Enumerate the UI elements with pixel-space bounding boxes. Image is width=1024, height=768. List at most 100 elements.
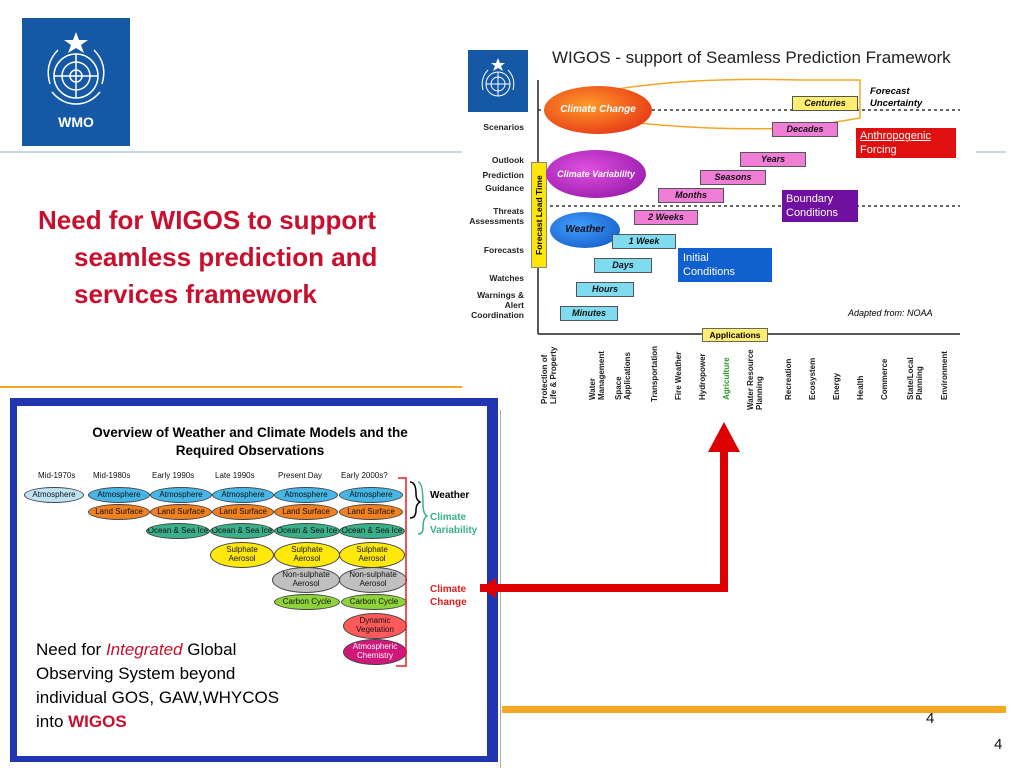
era-early-1990s: Early 1990s <box>152 471 195 480</box>
models-title-line2: Required Observations <box>175 443 325 458</box>
models-title-line1: Overview of Weather and Climate Models a… <box>92 425 408 440</box>
pill-ocean-2000s: Ocean & Sea Ice <box>339 523 405 539</box>
pill-nonsulphate-2000s: Non-sulphate Aerosol <box>339 567 407 593</box>
need-integrated-text: Need for Integrated Global Observing Sys… <box>36 638 336 734</box>
lead-time-axis-text: Forecast Lead Time <box>534 175 544 255</box>
heading-line-1: Need for WIGOS to support <box>38 205 376 235</box>
sulphate-line1: Sulphate <box>226 545 258 554</box>
app-commerce: Commerce <box>880 358 889 400</box>
pill-land-2000s: Land Surface <box>339 504 403 520</box>
anthropogenic-forcing-box: Anthropogenic Forcing <box>856 128 956 158</box>
app-hydropower: Hydropower <box>698 353 707 400</box>
timescale-days: Days <box>594 258 652 273</box>
sulphate-line2: Aerosol <box>293 554 321 563</box>
wigos-logo <box>468 50 528 112</box>
row-label-scenarios: Scenarios <box>483 122 524 132</box>
era-present-day: Present Day <box>278 471 323 480</box>
pill-carbon-present: Carbon Cycle <box>274 594 340 610</box>
timescale-decades: Decades <box>772 122 838 137</box>
pill-nonsulphate-present: Non-sulphate Aerosol <box>272 567 340 593</box>
pill-ocean-present: Ocean & Sea Ice <box>274 523 340 539</box>
un-emblem-small-icon <box>481 58 515 97</box>
sulphate-line2: Aerosol <box>228 554 256 563</box>
app-space: Space Applications <box>614 351 632 400</box>
timescale-minutes: Minutes <box>560 306 618 321</box>
row-label-guidance: Guidance <box>485 183 524 193</box>
nonsulphate-line1: Non-sulphate <box>349 570 397 579</box>
app-water-resource: Water Resource Planning <box>746 349 764 410</box>
slide-number-inner: 4 <box>926 710 935 727</box>
un-emblem-icon <box>47 32 105 105</box>
era-late-1990s: Late 1990s <box>215 471 255 480</box>
app-ecosystem: Ecosystem <box>808 357 817 400</box>
dynveg-line1: Dynamic <box>359 616 391 625</box>
pill-atmosphere-1970s: Atmosphere <box>24 487 84 503</box>
wmo-logo: WMO <box>22 18 130 146</box>
pill-sulphate-2000s: Sulphate Aerosol <box>339 542 405 568</box>
pill-ocean-1990s: Ocean & Sea Ice <box>146 523 210 539</box>
sulphate-line2: Aerosol <box>358 554 386 563</box>
applications-label: Applications <box>702 328 768 342</box>
row-label-coordination: Coordination <box>471 310 524 320</box>
initial-line1: Initial <box>683 252 709 264</box>
red-connector-arrow <box>480 422 740 598</box>
pill-sulphate-present: Sulphate Aerosol <box>274 542 340 568</box>
label-weather: Weather <box>430 490 470 501</box>
app-environment: Environment <box>940 351 949 400</box>
need-part2: Global <box>182 640 237 659</box>
vertical-divider <box>500 398 501 768</box>
model-brackets <box>396 477 429 667</box>
app-recreation: Recreation <box>784 358 793 400</box>
timescale-centuries: Centuries <box>792 96 858 111</box>
label-climate-change: Climate Change <box>430 583 467 609</box>
anthropogenic-line1: Anthropogenic <box>860 130 931 142</box>
climate-variability-line2: Variability <box>430 525 478 536</box>
heading-line-3: services framework <box>74 279 317 309</box>
pill-dynamic-vegetation: Dynamic Vegetation <box>343 613 407 639</box>
forecast-uncertainty-line2: Uncertainty <box>870 98 923 109</box>
pill-atmosphere-2000s: Atmosphere <box>339 487 403 503</box>
anthropogenic-line2: Forcing <box>860 144 897 156</box>
sulphate-line1: Sulphate <box>291 545 323 554</box>
climate-change-line1: Climate <box>430 584 467 595</box>
pill-atmosphere-late1990s: Atmosphere <box>212 487 274 503</box>
timescale-years: Years <box>740 152 806 167</box>
pill-land-present: Land Surface <box>274 504 338 520</box>
header-divider-right <box>960 151 1006 153</box>
forecast-uncertainty-label: Forecast Uncertainty <box>870 86 922 110</box>
boundary-conditions-box: Boundary Conditions <box>782 190 858 222</box>
app-transportation: Transportation <box>650 345 659 402</box>
pill-carbon-2000s: Carbon Cycle <box>341 594 407 610</box>
need-line4: into WIGOS <box>36 710 336 734</box>
source-credit: Adapted from: NOAA <box>848 308 933 318</box>
need-line3: individual GOS, GAW,WHYCOS <box>36 688 280 707</box>
timescale-months: Months <box>658 188 724 203</box>
heading-line-2: seamless prediction and <box>74 242 378 272</box>
need-part1: Need for <box>36 640 106 659</box>
boundary-line1: Boundary <box>786 193 834 205</box>
row-label-forecasts: Forecasts <box>483 245 524 255</box>
chem-line2: Chemistry <box>356 651 393 660</box>
orange-divider-left <box>0 386 462 388</box>
need-into: into <box>36 712 69 731</box>
orange-footer-bar <box>502 706 1006 713</box>
row-label-assessments: Assessments <box>469 216 524 226</box>
initial-line2: Conditions <box>683 266 735 278</box>
pill-ocean-late1990s: Ocean & Sea Ice <box>210 523 274 539</box>
app-water-management: Water Management <box>588 351 606 400</box>
dynveg-line2: Vegetation <box>356 625 394 634</box>
slide-number: 4 <box>994 736 1003 753</box>
row-label-prediction: Prediction <box>482 170 524 180</box>
app-agriculture: Agriculture <box>722 357 731 400</box>
models-title: Overview of Weather and Climate Models a… <box>40 424 460 460</box>
pill-atmosphere-1990s: Atmosphere <box>150 487 212 503</box>
pill-sulphate-late1990s: Sulphate Aerosol <box>210 542 274 568</box>
timescale-2-weeks: 2 Weeks <box>634 210 698 225</box>
row-label-warnings: Warnings & <box>477 290 524 300</box>
climate-variability-line1: Climate <box>430 512 467 523</box>
climate-change-line2: Change <box>430 597 467 608</box>
pill-atmosphere-present: Atmosphere <box>274 487 338 503</box>
era-mid-1970s: Mid-1970s <box>38 471 76 480</box>
pill-atmospheric-chemistry: Atmospheric Chemistry <box>343 639 407 665</box>
need-line1: Need for Integrated Global <box>36 638 336 662</box>
